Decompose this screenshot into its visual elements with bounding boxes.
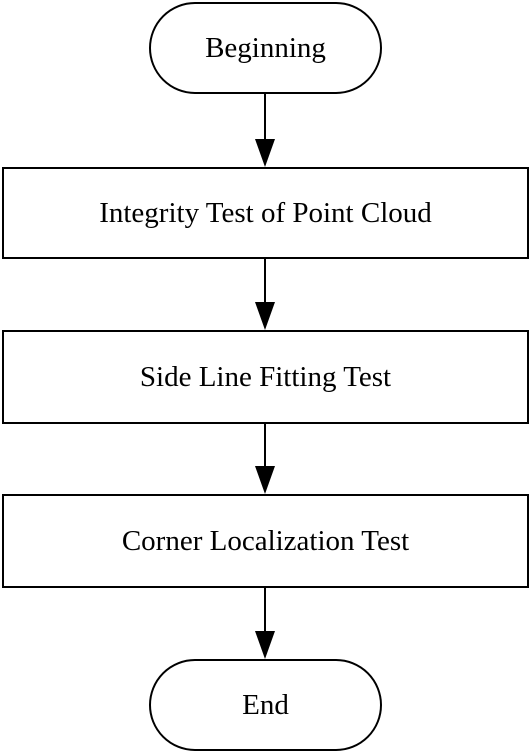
arrow-start-to-step-1 <box>255 94 275 167</box>
start-label: Beginning <box>205 31 326 64</box>
process-step-label: Corner Localization Test <box>121 524 410 557</box>
end-label: End <box>242 688 289 721</box>
process-step-corner-localization: Corner Localization Test <box>2 494 529 588</box>
process-step-integrity-test: Integrity Test of Point Cloud <box>2 167 529 259</box>
start-terminal: Beginning <box>149 2 382 94</box>
process-step-label: Integrity Test of Point Cloud <box>99 196 432 229</box>
end-terminal: End <box>149 659 382 751</box>
arrow-step-2-to-step-3 <box>255 424 275 494</box>
arrow-step-3-to-end <box>255 588 275 659</box>
process-step-label: Side Line Fitting Test <box>139 360 392 393</box>
process-step-side-line-fitting: Side Line Fitting Test <box>2 330 529 424</box>
arrow-step-1-to-step-2 <box>255 259 275 330</box>
